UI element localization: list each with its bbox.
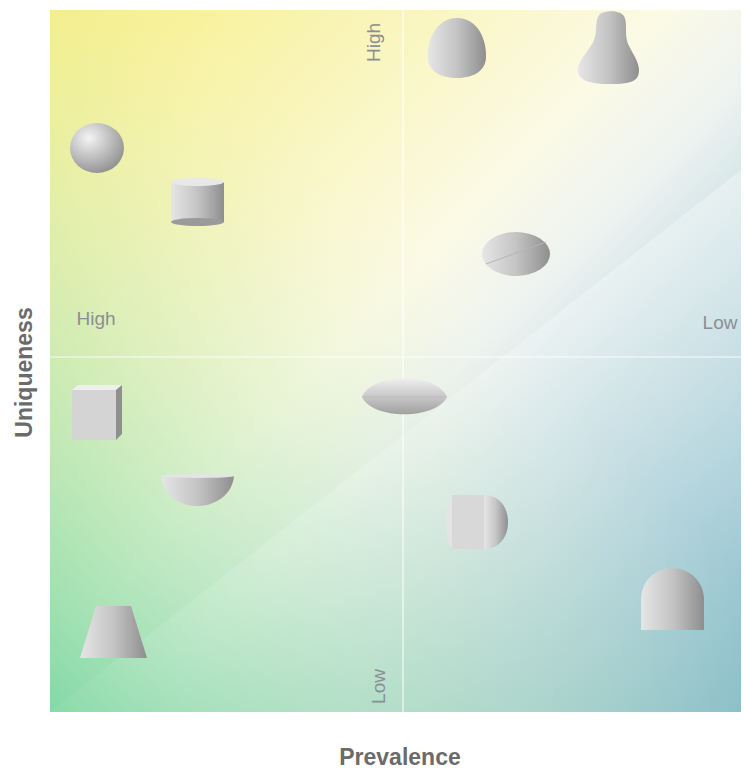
horizontal-divider <box>50 356 741 357</box>
axis-title: Prevalence <box>339 746 460 769</box>
plot-ground <box>50 10 741 712</box>
dome-shape <box>641 568 704 630</box>
egg-shape <box>428 18 486 78</box>
cylinder-shape <box>171 178 224 226</box>
cube-shape <box>72 385 122 440</box>
lying-cylinder-shape <box>446 495 508 549</box>
axis-end-label: Low <box>703 313 738 332</box>
ellipsoid-shape <box>482 232 550 276</box>
axis-end-label: Low <box>368 669 387 704</box>
axis-title: Uniqueness <box>13 307 36 437</box>
sphere-shape <box>70 123 124 173</box>
diagonal-band <box>50 170 741 712</box>
axis-end-label: High <box>76 309 115 328</box>
pear-shape <box>578 11 639 84</box>
axis-end-label: High <box>364 22 383 61</box>
lens-shape <box>362 378 447 414</box>
vertical-divider <box>402 10 403 712</box>
frustum-shape <box>80 606 147 658</box>
plot-ground-green <box>50 10 741 712</box>
hemisphere-shape <box>161 474 234 506</box>
